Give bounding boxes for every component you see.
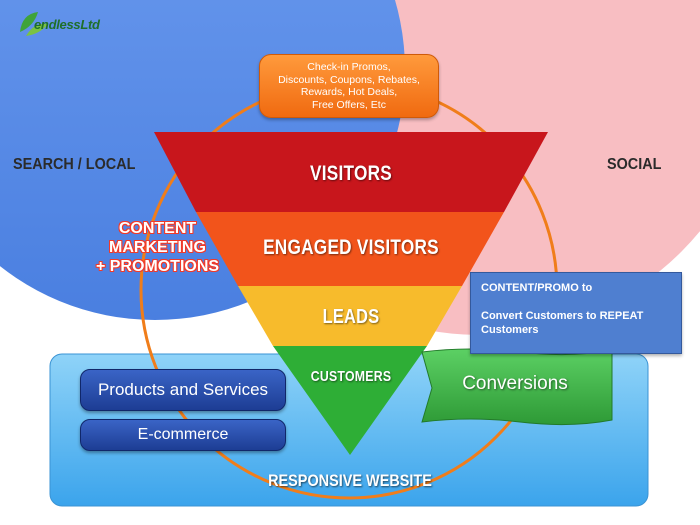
products-services-pill: Products and Services	[80, 369, 286, 411]
logo-icon	[20, 12, 48, 36]
funnel-stage-engaged-visitors	[196, 212, 504, 286]
repeat-box-line2: Convert Customers to REPEAT Customers	[481, 310, 644, 336]
promotions-box: Check-in Promos, Discounts, Coupons, Reb…	[259, 54, 439, 118]
conversions-label: Conversions	[462, 373, 568, 394]
social-label: SOCIAL	[607, 156, 662, 173]
visitors-label: VISITORS	[309, 162, 393, 185]
engaged-visitors-label: ENGAGED VISITORS	[263, 236, 439, 259]
content-marketing-line3: + PROMOTIONS	[95, 258, 220, 275]
funnel-stage-leads	[238, 286, 462, 346]
ecommerce-pill: E-commerce	[80, 419, 286, 451]
customers-label: CUSTOMERS	[310, 368, 392, 385]
content-marketing-line2: MARKETING	[109, 239, 206, 256]
content-marketing-line1: CONTENT	[118, 220, 197, 237]
responsive-website-label: RESPONSIVE WEBSITE	[268, 471, 432, 490]
leads-label: LEADS	[322, 306, 380, 328]
funnel-stage-customers	[273, 346, 427, 455]
funnel-stage-visitors	[154, 132, 548, 212]
logo: endlessLtd	[34, 17, 100, 32]
content-marketing-label: CONTENT MARKETING + PROMOTIONS	[80, 219, 235, 276]
search-local-label: SEARCH / LOCAL	[13, 156, 136, 173]
repeat-box-line1: CONTENT/PROMO to	[481, 282, 593, 294]
repeat-customers-box: CONTENT/PROMO to Convert Customers to RE…	[470, 272, 682, 354]
